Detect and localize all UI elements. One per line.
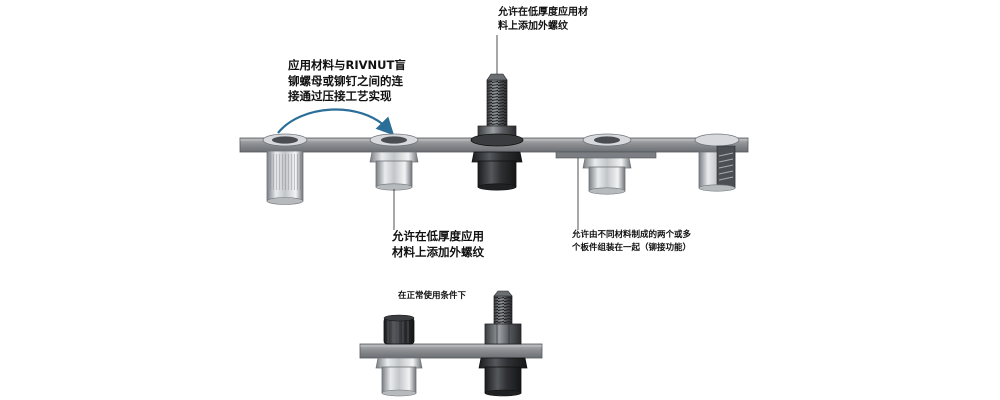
rivet-nut-cutaway: [694, 133, 740, 192]
rivet-nut-two-plates: [577, 133, 632, 230]
label-riveting-function: 允许由不同材料制成的两个或多 个板件组装在一起（铆接功能）: [572, 230, 692, 253]
process-arrow: [277, 108, 395, 136]
rivet-nut-uncrimped: [262, 133, 308, 205]
label-crimping-process: 应用材料与RIVNUT盲 铆螺母或铆钉之间的连 接通过压接工艺实现: [288, 58, 406, 104]
label-external-thread-top: 允许在低厚度应用材 料上添加外螺纹: [498, 7, 588, 32]
second-plate: [555, 151, 657, 159]
nut-with-knurled-screw: [375, 314, 423, 397]
threaded-stud-nut: [470, 35, 524, 191]
label-external-thread-mid: 允许在低厚度应用 材料上添加外螺纹: [392, 229, 484, 259]
stud-with-hex-nut: [478, 290, 528, 397]
bottom-plate: [359, 343, 543, 359]
label-normal-use: 在正常使用条件下: [398, 291, 467, 301]
rivet-nut-crimped: [369, 133, 419, 230]
